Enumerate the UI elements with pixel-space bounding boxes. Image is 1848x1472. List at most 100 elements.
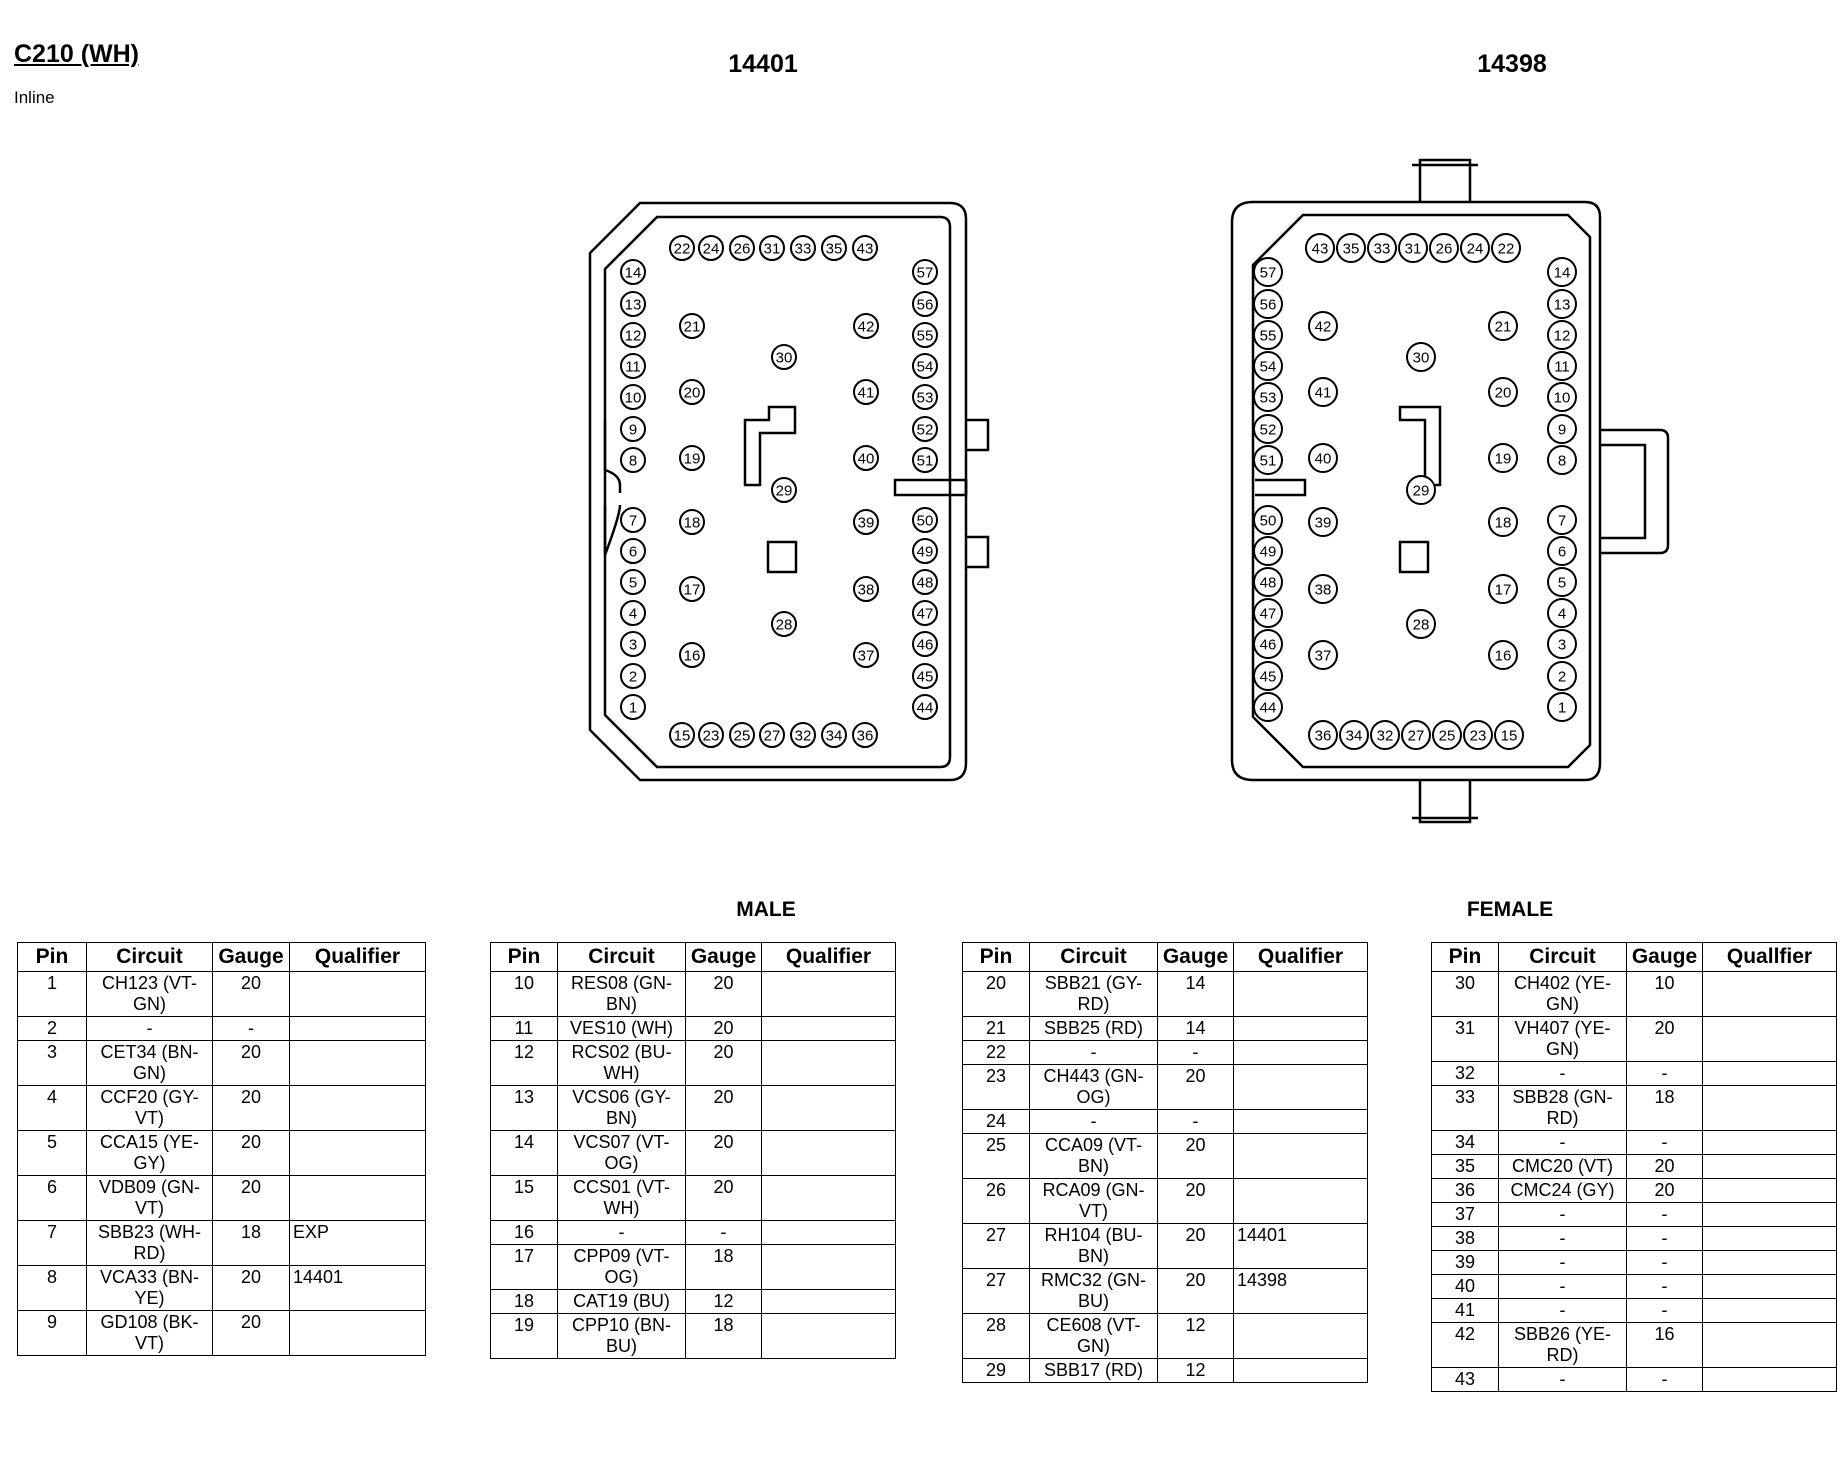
- header-pin: Pin: [1431, 942, 1499, 972]
- svg-text:22: 22: [1498, 241, 1515, 258]
- svg-text:53: 53: [917, 390, 934, 407]
- pin-32: 32: [1370, 720, 1400, 750]
- circuit-cell: SBB28 (GN-RD): [1498, 1085, 1627, 1131]
- pin-42: 42: [853, 313, 879, 339]
- circuit-cell: CAT19 (BU): [557, 1289, 686, 1314]
- pin-18: 18: [1488, 507, 1518, 537]
- pin-49: 49: [1253, 536, 1283, 566]
- gauge-cell: 20: [1157, 1268, 1234, 1314]
- pin-cell: 13: [490, 1085, 558, 1131]
- header-gauge: Gauge: [1157, 942, 1234, 972]
- pin-27: 27: [759, 722, 785, 748]
- svg-text:5: 5: [629, 575, 637, 592]
- svg-text:48: 48: [1260, 575, 1277, 592]
- qualifier-cell: [761, 1016, 896, 1041]
- gauge-cell: 20: [212, 1040, 290, 1086]
- pin-cell: 27: [962, 1268, 1030, 1314]
- circuit-cell: RMC32 (GN-BU): [1029, 1268, 1158, 1314]
- pin-31: 31: [759, 235, 785, 261]
- pin-8: 8: [620, 447, 646, 473]
- pin-12: 12: [620, 322, 646, 348]
- qualifier-cell: [1233, 1313, 1368, 1359]
- connector-title: C210 (WH): [14, 40, 140, 68]
- header-gauge: Gauge: [685, 942, 762, 972]
- pin-41: 41: [853, 379, 879, 405]
- gauge-cell: 18: [1626, 1085, 1703, 1131]
- svg-text:16: 16: [1495, 648, 1512, 665]
- pin-37: 37: [1308, 640, 1338, 670]
- pin-3: 3: [1547, 629, 1577, 659]
- circuit-cell: -: [1498, 1250, 1627, 1275]
- header-pin: Pin: [490, 942, 558, 972]
- svg-text:48: 48: [917, 575, 934, 592]
- pin-57: 57: [912, 259, 938, 285]
- svg-text:47: 47: [917, 606, 934, 623]
- pin-3: 3: [620, 631, 646, 657]
- pin-53: 53: [912, 384, 938, 410]
- svg-text:31: 31: [764, 241, 781, 258]
- svg-text:20: 20: [684, 385, 701, 402]
- svg-text:44: 44: [917, 700, 934, 717]
- pin-9: 9: [620, 416, 646, 442]
- gauge-cell: 18: [685, 1244, 762, 1290]
- gauge-cell: 12: [1157, 1358, 1234, 1383]
- pin-2: 2: [620, 663, 646, 689]
- gauge-cell: 12: [1157, 1313, 1234, 1359]
- pin-cell: 9: [17, 1310, 87, 1356]
- svg-text:18: 18: [1495, 515, 1512, 532]
- pin-46: 46: [912, 631, 938, 657]
- qualifier-cell: [761, 1289, 896, 1314]
- header-circuit: Circuit: [1498, 942, 1627, 972]
- gauge-cell: 20: [685, 1085, 762, 1131]
- circuit-cell: GD108 (BK-VT): [86, 1310, 213, 1356]
- pin-43: 43: [852, 235, 878, 261]
- pin-15: 15: [669, 722, 695, 748]
- pin-17: 17: [1488, 574, 1518, 604]
- pin-30: 30: [771, 344, 797, 370]
- svg-text:46: 46: [1260, 637, 1277, 654]
- pin-36: 36: [1308, 720, 1338, 750]
- svg-text:16: 16: [684, 648, 701, 665]
- pin-54: 54: [1253, 351, 1283, 381]
- circuit-cell: CCS01 (VT-WH): [557, 1175, 686, 1221]
- svg-text:7: 7: [629, 513, 637, 530]
- svg-text:19: 19: [684, 451, 701, 468]
- circuit-cell: CH443 (GN-OG): [1029, 1064, 1158, 1110]
- pin-25: 25: [1432, 720, 1462, 750]
- svg-text:30: 30: [1413, 350, 1430, 367]
- gauge-cell: 20: [685, 1175, 762, 1221]
- gauge-cell: -: [685, 1220, 762, 1245]
- svg-text:3: 3: [1558, 637, 1566, 654]
- svg-text:56: 56: [917, 297, 934, 314]
- circuit-cell: -: [1498, 1061, 1627, 1086]
- circuit-cell: VH407 (YE-GN): [1498, 1016, 1627, 1062]
- pin-51: 51: [1253, 445, 1283, 475]
- pin-cell: 21: [962, 1016, 1030, 1041]
- female-label: FEMALE: [1466, 898, 1554, 921]
- pin-52: 52: [1253, 414, 1283, 444]
- svg-text:55: 55: [917, 328, 934, 345]
- svg-text:51: 51: [917, 453, 934, 470]
- pin-cell: 7: [17, 1220, 87, 1266]
- svg-text:42: 42: [1315, 319, 1332, 336]
- gauge-cell: -: [1626, 1061, 1703, 1086]
- svg-text:8: 8: [1558, 453, 1566, 470]
- svg-text:36: 36: [857, 728, 874, 745]
- svg-text:34: 34: [826, 728, 843, 745]
- svg-text:31: 31: [1405, 241, 1422, 258]
- gauge-cell: 20: [685, 1016, 762, 1041]
- svg-text:11: 11: [1554, 359, 1570, 376]
- pin-cell: 42: [1431, 1322, 1499, 1368]
- pin-cell: 2: [17, 1016, 87, 1041]
- qualifier-cell: [1233, 1064, 1368, 1110]
- pin-cell: 6: [17, 1175, 87, 1221]
- svg-text:52: 52: [1260, 422, 1277, 439]
- qualifier-cell: 14398: [1233, 1268, 1368, 1314]
- pin-43: 43: [1305, 233, 1335, 263]
